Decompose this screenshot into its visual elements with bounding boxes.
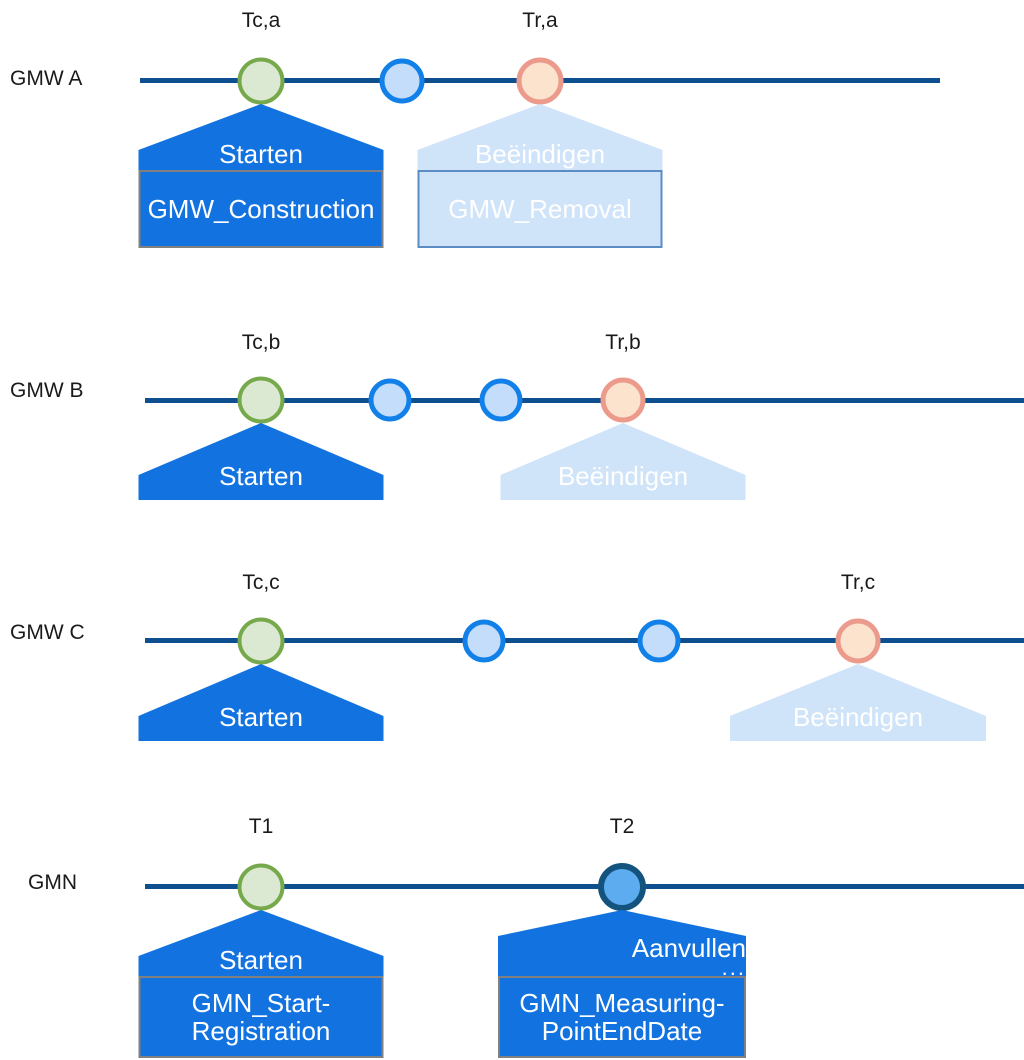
callout-entity-box: GMW_Removal — [417, 170, 663, 248]
callout-action-label: Starten — [219, 702, 303, 733]
tick-caption-tr-a: Tr,a — [522, 9, 558, 32]
timeline-axis-gmn — [145, 884, 1024, 889]
callout-entity-box: GMW_Construction — [138, 170, 384, 248]
callout-action-label: Starten — [219, 461, 303, 492]
callout-action-label: Beëindigen — [474, 139, 606, 170]
row-label-gmw-a: GMW A — [10, 67, 83, 90]
callout-action-label: Beëindigen — [792, 702, 924, 733]
marker-salmon-removal-c[interactable] — [835, 618, 881, 664]
marker-blue-event-a1[interactable] — [379, 58, 425, 104]
row-label-gmn: GMN — [28, 871, 77, 894]
tick-caption-tr-b: Tr,b — [605, 331, 641, 354]
marker-green-construction-b[interactable] — [237, 376, 285, 424]
callout-beeindigen-gmw-removal[interactable]: Beëindigen GMW_Removal — [417, 104, 663, 248]
timeline-axis-gmw-c — [145, 638, 1024, 643]
pentagon-shape-icon — [138, 104, 384, 170]
callout-starten-gmn-start-registration[interactable]: Starten GMN_Start-Registration — [138, 910, 384, 1058]
callout-starten-gmw-c[interactable]: Starten — [138, 664, 384, 741]
callout-ellipsis-label: ... — [721, 954, 746, 980]
pentagon-shape-icon — [417, 104, 663, 170]
pentagon-shape-icon — [500, 423, 746, 500]
tick-caption-tr-c: Tr,c — [840, 571, 876, 594]
callout-starten-gmw-construction[interactable]: Starten GMW_Construction — [138, 104, 384, 248]
pentagon-shape-icon — [730, 664, 986, 741]
callout-starten-gmw-b[interactable]: Starten — [138, 423, 384, 500]
tick-caption-tc-c: Tc,c — [242, 571, 280, 594]
callout-entity-box: GMN_Measuring-PointEndDate — [498, 976, 746, 1058]
marker-blue-event-c2[interactable] — [637, 619, 681, 663]
marker-blue-event-c1[interactable] — [462, 619, 506, 663]
tick-caption-t2: T2 — [609, 815, 635, 838]
tick-caption-t1: T1 — [248, 815, 274, 838]
marker-green-construction-c[interactable] — [237, 617, 285, 665]
timeline-axis-gmw-b — [145, 398, 1024, 403]
callout-beeindigen-gmw-b[interactable]: Beëindigen — [500, 423, 746, 500]
marker-blue-event-b2[interactable] — [479, 378, 523, 422]
pentagon-shape-icon — [138, 664, 384, 741]
pentagon-shape-icon — [138, 423, 384, 500]
callout-beeindigen-gmw-c[interactable]: Beëindigen — [730, 664, 986, 741]
marker-salmon-removal-a[interactable] — [516, 57, 564, 105]
callout-action-label: Starten — [219, 139, 303, 170]
marker-blue-event-b1[interactable] — [368, 378, 412, 422]
row-label-gmw-b: GMW B — [10, 379, 84, 402]
pentagon-shape-icon — [498, 910, 746, 976]
marker-green-start-registration[interactable] — [237, 863, 285, 911]
callout-action-label: Beëindigen — [557, 461, 689, 492]
tick-caption-tc-a: Tc,a — [241, 9, 281, 32]
tick-caption-tc-b: Tc,b — [241, 331, 281, 354]
marker-navy-measuring-point[interactable] — [598, 863, 646, 911]
callout-entity-box: GMN_Start-Registration — [138, 976, 384, 1058]
callout-action-label: Aanvullen — [631, 933, 746, 964]
callout-action-label: Starten — [219, 945, 303, 976]
row-label-gmw-c: GMW C — [10, 621, 85, 644]
marker-salmon-removal-b[interactable] — [600, 377, 646, 423]
callout-aanvullen-gmn-measuring-point-end-date[interactable]: Aanvullen ... GMN_Measuring-PointEndDate — [498, 910, 746, 1058]
marker-green-construction-a[interactable] — [237, 57, 285, 105]
pentagon-shape-icon — [138, 910, 384, 976]
